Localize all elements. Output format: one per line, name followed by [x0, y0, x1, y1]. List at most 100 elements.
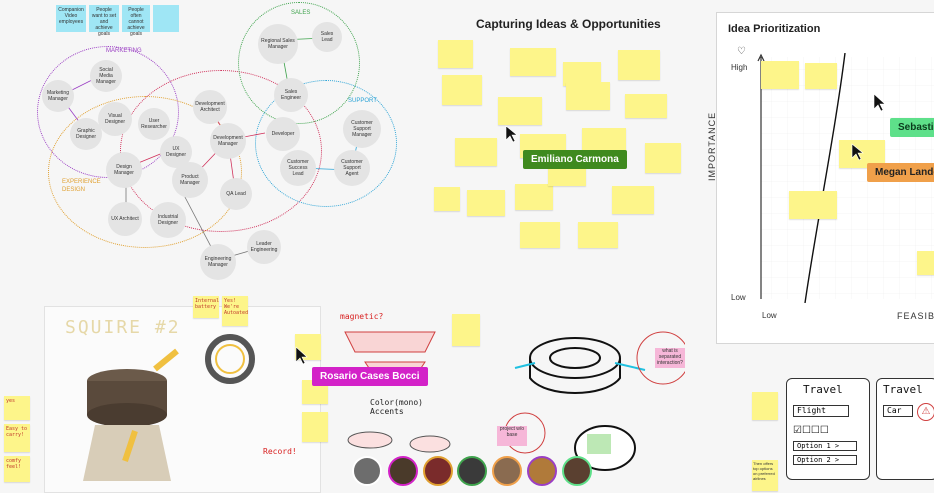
venn-node[interactable]: User Researcher — [138, 108, 170, 140]
idea-sticky[interactable] — [520, 222, 560, 248]
importance-axis-label: IMPORTANCE — [707, 111, 717, 181]
travel-title: Travel — [883, 383, 923, 396]
squire-title: SQUIRE #2 — [65, 317, 181, 338]
support-label: SUPPORT — [348, 98, 377, 104]
venn-node[interactable]: Sales Lead — [312, 22, 342, 52]
squire-sticky[interactable]: Internal battery — [193, 296, 219, 318]
venn-node[interactable]: Development Architect — [193, 90, 227, 124]
idea-sticky[interactable] — [578, 222, 618, 248]
travel-note-sticky[interactable]: Then offers top options on preferred air… — [752, 460, 778, 491]
venn-node[interactable]: Customer Support Manager — [343, 110, 381, 148]
left-sticky[interactable]: yes — [4, 396, 30, 420]
travel-title: Travel — [803, 383, 843, 396]
record-note: Record! — [263, 447, 297, 456]
checkbox-row[interactable]: ☑☐☐☐ — [793, 425, 829, 436]
venn-node[interactable]: Product Manager — [172, 162, 208, 198]
ring-device-drawing — [205, 334, 255, 384]
avatar[interactable] — [352, 456, 382, 486]
support-circle — [255, 80, 397, 207]
x-low-label: Low — [762, 311, 777, 320]
cursor-arrow-icon — [873, 93, 886, 112]
venn-node[interactable]: Leader Engineering — [247, 230, 281, 264]
speaker-device-drawing — [83, 348, 179, 481]
magnetic-note: magnetic? — [340, 312, 384, 321]
left-sticky[interactable]: Easy to carry! — [4, 424, 30, 452]
squire-sticky[interactable] — [302, 412, 328, 442]
idea-sticky[interactable] — [645, 143, 681, 173]
idea-sticky[interactable] — [438, 40, 473, 68]
idea-sticky[interactable] — [467, 190, 505, 216]
priority-sticky[interactable] — [917, 251, 934, 275]
venn-node[interactable]: Visual Designer — [98, 102, 132, 136]
avatar[interactable] — [457, 456, 487, 486]
venn-node[interactable]: Developer — [266, 117, 300, 151]
sticky-note[interactable]: Companion Video employees — [56, 5, 86, 32]
collaborator-cursor-label: Megan Lande — [867, 163, 934, 182]
priority-sticky[interactable] — [761, 61, 799, 89]
sticky-note[interactable]: People often cannot achieve goals — [122, 5, 150, 37]
cursor-arrow-icon — [851, 143, 864, 161]
idea-sticky[interactable] — [498, 97, 542, 125]
sticky-note[interactable]: People want to set and achieve goals — [89, 5, 119, 37]
collaborator-cursor-label: Rosario Cases Bocci — [312, 367, 428, 386]
idea-sticky[interactable] — [515, 184, 553, 210]
venn-node[interactable]: UX Architect — [108, 202, 142, 236]
avatar[interactable] — [388, 456, 418, 486]
venn-node[interactable]: Sales Engineer — [274, 78, 308, 112]
avatar[interactable] — [423, 456, 453, 486]
avatar[interactable] — [527, 456, 557, 486]
flight-field[interactable]: Flight — [793, 405, 849, 417]
option-2-button[interactable]: Option 2 > — [793, 455, 857, 465]
high-label: High — [731, 63, 748, 72]
venn-node[interactable]: Customer Support Agent — [334, 150, 370, 186]
venn-node[interactable]: Industrial Designer — [150, 202, 186, 238]
heart-icon[interactable]: ♡ — [737, 46, 746, 57]
low-label: Low — [731, 293, 746, 302]
color-accents-note: Color(mono) Accents — [370, 398, 423, 416]
travel-note-sticky[interactable] — [752, 392, 778, 420]
idea-sticky[interactable] — [442, 75, 482, 105]
avatar[interactable] — [562, 456, 592, 486]
venn-node[interactable]: Development Manager — [210, 123, 246, 159]
idea-sticky[interactable] — [618, 50, 660, 80]
idea-sticky[interactable] — [455, 138, 497, 166]
car-field[interactable]: Car — [883, 405, 913, 417]
travel-wireframe: Travel Flight ☑☐☐☐ Option 1 > Option 2 > — [786, 378, 870, 480]
sketch-sticky[interactable] — [452, 314, 480, 346]
sticky-note[interactable] — [153, 5, 179, 32]
idea-sticky[interactable] — [434, 187, 460, 211]
left-sticky[interactable]: comfy feel! — [4, 456, 30, 482]
ideas-board-title: Capturing Ideas & Opportunities — [476, 17, 661, 31]
idea-sticky[interactable] — [625, 94, 667, 118]
collaborator-cursor-label: Emiliano Carmona — [523, 150, 627, 169]
green-note[interactable] — [587, 434, 611, 454]
idea-sticky[interactable] — [510, 48, 556, 76]
project-base-note: project w/o base — [497, 426, 527, 446]
cursor-arrow-icon — [505, 125, 518, 143]
idea-sticky[interactable] — [566, 82, 610, 110]
venn-node[interactable]: Marketing Manager — [42, 80, 74, 112]
venn-node[interactable]: Regional Sales Manager — [258, 24, 298, 64]
squire-sticky[interactable]: Yes! We're Autoated — [222, 296, 248, 326]
idea-sticky[interactable] — [612, 186, 654, 214]
avatar[interactable] — [492, 456, 522, 486]
travel-wireframe: Travel Car ⚠ — [876, 378, 934, 480]
priority-sticky[interactable] — [805, 63, 837, 89]
bowl-drawing — [347, 431, 451, 453]
venn-node[interactable]: Social Media Manager — [90, 60, 122, 92]
experience-label: EXPERIENCE DESIGN — [62, 179, 101, 193]
warning-icon: ⚠ — [917, 403, 934, 421]
option-1-button[interactable]: Option 1 > — [793, 441, 857, 451]
cursor-arrow-icon — [295, 346, 308, 365]
venn-node[interactable]: Design Manager — [106, 152, 142, 188]
venn-node[interactable]: Customer Success Lead — [280, 150, 316, 186]
prioritization-title: Idea Prioritization — [728, 23, 821, 35]
marketing-label: MARKETING — [106, 48, 142, 54]
what-is-note: what is separated interaction? — [655, 348, 685, 368]
venn-node[interactable]: QA Lead — [220, 178, 252, 210]
squire-sketch-panel: SQUIRE #2 Record! — [44, 306, 321, 493]
venn-node[interactable]: Engineering Manager — [200, 244, 236, 280]
venn-node[interactable]: Graphic Designer — [70, 118, 102, 150]
priority-sticky[interactable] — [789, 191, 837, 219]
sales-label: SALES — [291, 10, 311, 16]
